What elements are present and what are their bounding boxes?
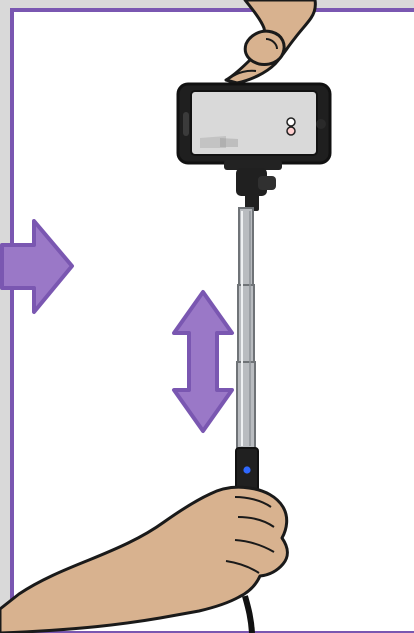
shutter-button-icon [243, 466, 250, 473]
phone [178, 84, 330, 163]
